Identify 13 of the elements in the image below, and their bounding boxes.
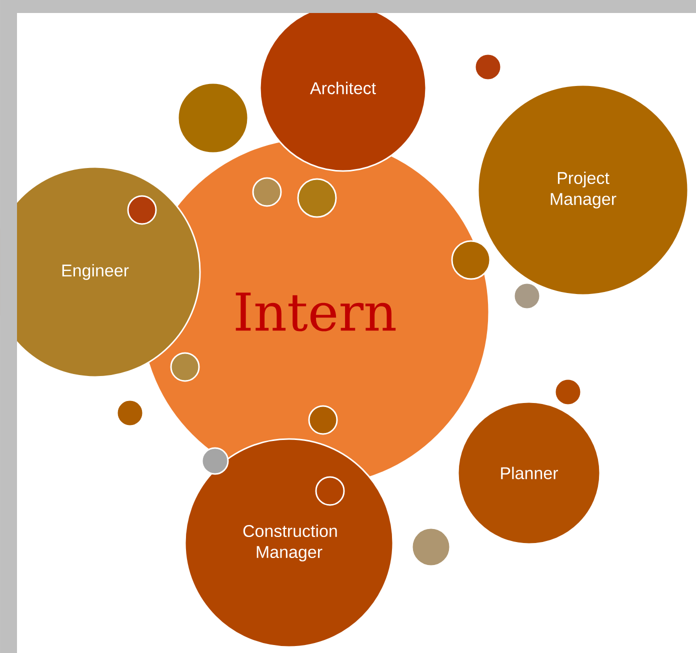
bubble xyxy=(116,399,144,427)
bubble xyxy=(554,378,582,406)
bubble xyxy=(170,352,200,382)
bubble xyxy=(127,195,157,225)
bubble xyxy=(252,177,282,207)
bubble xyxy=(474,53,502,81)
bubble xyxy=(177,82,249,154)
bubble xyxy=(308,405,338,435)
bubble xyxy=(411,527,451,567)
bubble xyxy=(201,447,229,475)
bubble xyxy=(315,476,345,506)
bubble xyxy=(513,282,541,310)
bubble xyxy=(297,178,337,218)
